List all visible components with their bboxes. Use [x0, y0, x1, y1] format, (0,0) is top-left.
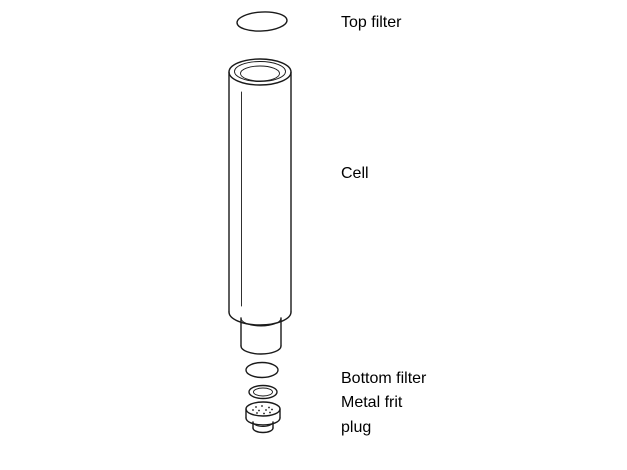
label-plug: plug	[341, 419, 371, 436]
bottom-filter-shape	[245, 361, 279, 379]
metal-frit-shape	[248, 384, 278, 400]
bottom-fitting-shape	[240, 317, 282, 355]
label-bottom-filter: Bottom filter	[341, 370, 427, 387]
top-filter-shape	[236, 11, 288, 32]
label-cell: Cell	[341, 165, 369, 182]
label-metal-frit: Metal frit	[341, 394, 403, 411]
label-top-filter: Top filter	[341, 14, 402, 31]
cell-tube-shape	[228, 58, 292, 326]
plug-shape	[245, 401, 281, 434]
